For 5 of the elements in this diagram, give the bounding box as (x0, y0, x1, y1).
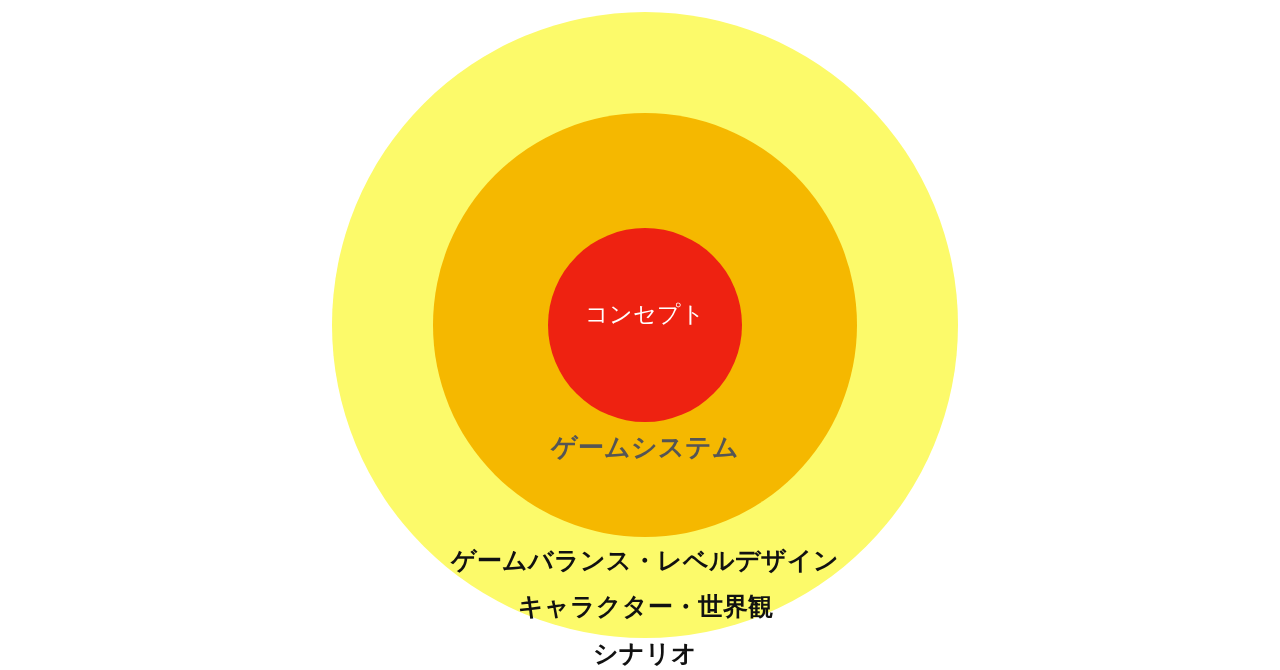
ring-label: キャラクター・世界観 (517, 593, 773, 622)
ring-label: シナリオ (593, 640, 697, 669)
ring-label: ゲームシステム (551, 433, 739, 463)
circle-label: コンセプト (585, 301, 705, 328)
ring-label: ゲームバランス・レベルデザイン (451, 547, 839, 576)
